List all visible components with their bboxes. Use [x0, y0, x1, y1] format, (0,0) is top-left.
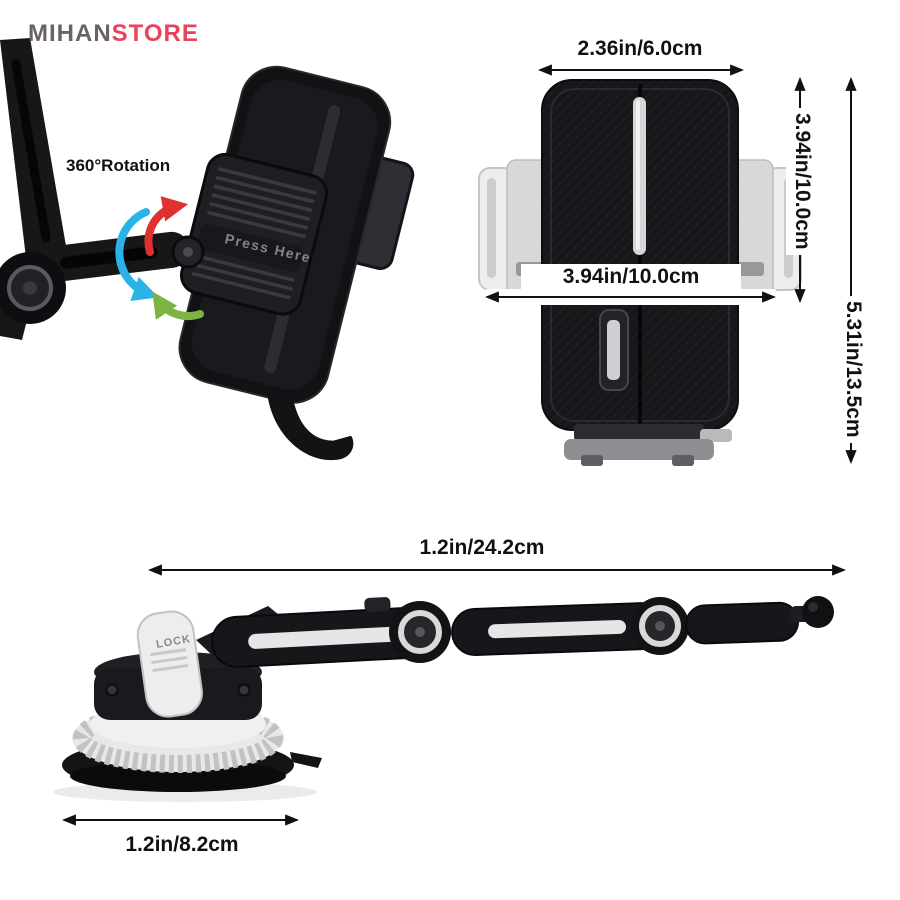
dim-label-total-height: 5.31in/13.5cm: [837, 296, 867, 443]
rotation-arrow-red-icon: [144, 196, 189, 256]
logo-text-accent: STORE: [111, 20, 199, 47]
dim-label-top-width: 2.36in/6.0cm: [530, 36, 750, 62]
dim-label-body-height: 3.94in/10.0cm: [786, 108, 816, 255]
front-view-art: [478, 79, 802, 466]
rotation-label: 360°Rotation: [66, 156, 171, 175]
dim-label-grip-width: 3.94in/10.0cm: [521, 264, 741, 290]
dim-label-arm-length: 1.2in/24.2cm: [372, 535, 592, 561]
arm-view-art: [53, 596, 834, 802]
store-logo: MIHANSTORE: [28, 20, 199, 48]
side-view-art: [0, 38, 415, 461]
rotation-arrow-cyan-icon: [115, 208, 159, 302]
rotation-arrow-green-icon: [152, 291, 204, 321]
dim-label-base-diameter: 1.2in/8.2cm: [72, 832, 292, 858]
logo-text-primary: MIHAN: [28, 20, 112, 47]
